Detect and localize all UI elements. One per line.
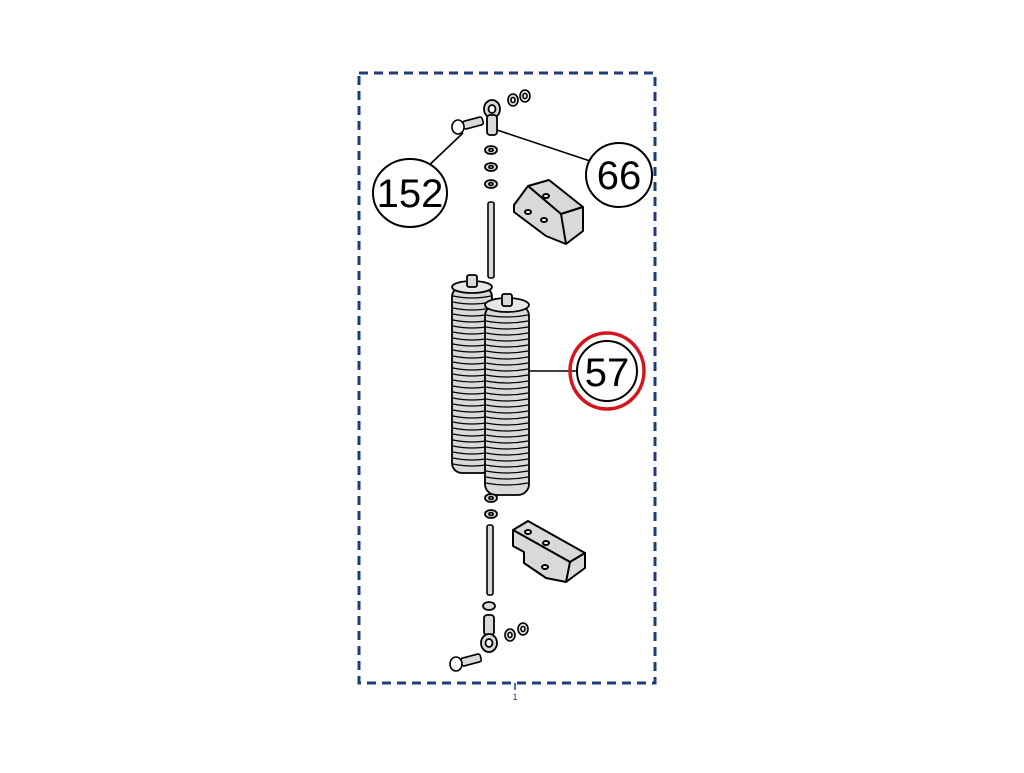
top-washer-stack-icon bbox=[484, 145, 498, 189]
bellows-rib bbox=[485, 356, 529, 360]
bellows-rib bbox=[485, 452, 529, 456]
bellows-rib bbox=[485, 374, 529, 378]
bellows-rib bbox=[485, 434, 529, 438]
bellows-rib bbox=[485, 416, 529, 420]
frame-tick-label: 1 bbox=[512, 692, 517, 702]
top-nut-icon bbox=[507, 89, 531, 107]
bellows-rib bbox=[485, 458, 529, 462]
bellows-rib bbox=[485, 386, 529, 390]
bellows-icon bbox=[451, 274, 530, 496]
bellows-rib bbox=[485, 320, 529, 324]
bellows-rib bbox=[485, 482, 529, 486]
bellows-rib bbox=[485, 446, 529, 450]
bellows-rib bbox=[485, 314, 529, 318]
bottom-nut-icon bbox=[504, 622, 529, 642]
callout-152[interactable]: 152 bbox=[372, 158, 448, 228]
bellows-rib bbox=[485, 422, 529, 426]
top-bolt-icon bbox=[451, 116, 485, 135]
bottom-washer-icon bbox=[482, 601, 496, 611]
bellows-rib bbox=[485, 476, 529, 480]
bellows-rib bbox=[485, 410, 529, 414]
bellows-rib bbox=[485, 440, 529, 444]
bellows-rib bbox=[485, 398, 529, 402]
bellows-rib bbox=[485, 368, 529, 372]
bellows-rib bbox=[485, 428, 529, 432]
callout-57-label: 57 bbox=[585, 351, 630, 395]
bottom-bracket-icon bbox=[512, 520, 586, 583]
callout-152-label: 152 bbox=[377, 172, 444, 216]
bellows-rib bbox=[452, 295, 492, 299]
bottom-threaded-rod-icon bbox=[486, 524, 494, 596]
bellows-rib bbox=[485, 380, 529, 384]
top-mounting-bracket-icon bbox=[513, 179, 584, 245]
bottom-washer-stack-icon bbox=[484, 493, 498, 519]
bellows-rib bbox=[485, 332, 529, 336]
bottom-rod-end-icon bbox=[480, 614, 498, 653]
bellows-rib bbox=[485, 392, 529, 396]
callout-66[interactable]: 66 bbox=[585, 142, 653, 208]
bellows-rib bbox=[485, 470, 529, 474]
bellows-rib bbox=[485, 464, 529, 468]
top-threaded-rod-icon bbox=[487, 201, 495, 279]
assembly-frame bbox=[357, 71, 657, 685]
bellows-rib bbox=[485, 326, 529, 330]
leader-line-66 bbox=[496, 129, 594, 163]
bottom-bolt-icon bbox=[449, 653, 483, 672]
bellows-rib bbox=[485, 404, 529, 408]
bellows-rib bbox=[485, 362, 529, 366]
top-rod-end-icon bbox=[483, 99, 501, 136]
bellows-rib bbox=[485, 338, 529, 342]
bellows-rib bbox=[485, 344, 529, 348]
callout-66-label: 66 bbox=[597, 154, 642, 198]
callout-57[interactable]: 57 bbox=[568, 331, 646, 411]
bellows-rib bbox=[485, 350, 529, 354]
